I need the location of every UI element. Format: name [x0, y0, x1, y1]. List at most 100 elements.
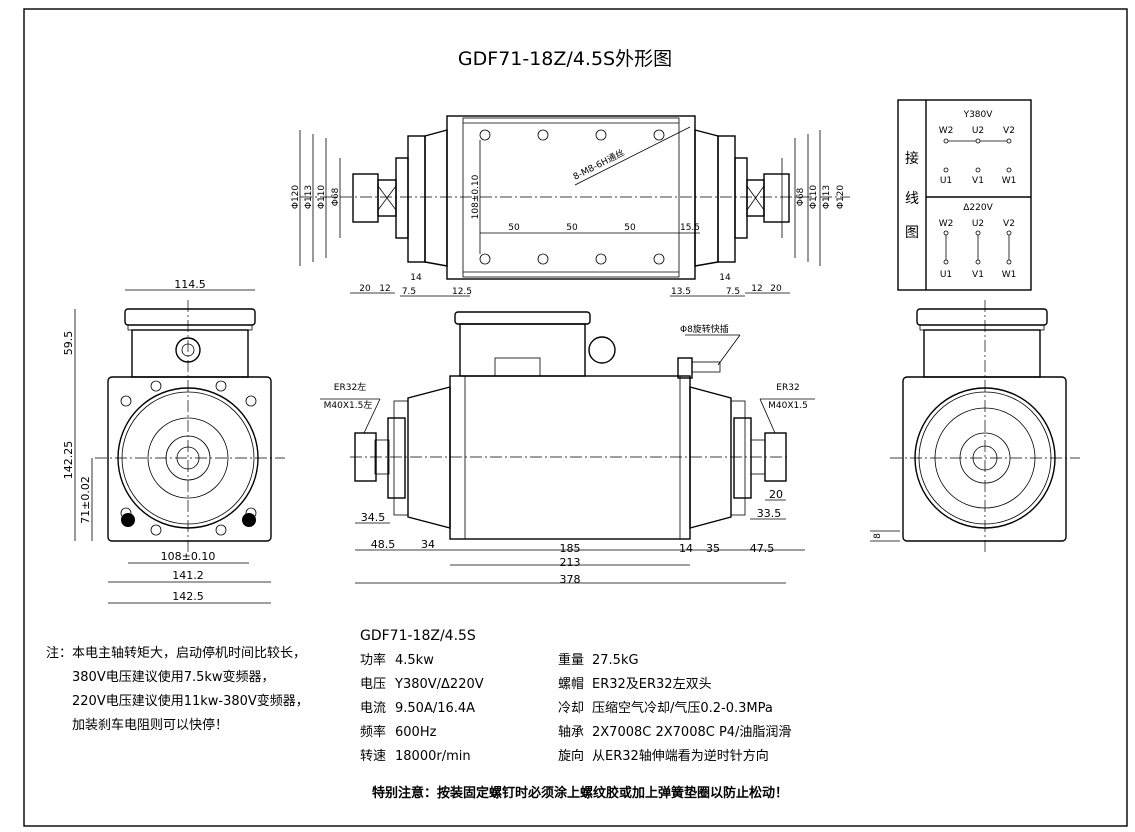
label-front_view-box_height: 59.5	[62, 331, 75, 356]
drawing-line	[734, 157, 748, 239]
label-specs-left-4-value: 18000r/min	[395, 749, 471, 764]
label-wiring-star-top-2: V2	[1003, 126, 1015, 136]
label-specs-left-1-label: 电压	[360, 677, 386, 692]
drawing-line	[245, 395, 257, 407]
label-side_view-quick_connector: Φ8旋转快插	[680, 323, 729, 335]
drawing-line	[124, 308, 256, 326]
drawing-line	[354, 432, 377, 482]
label-side_view-dims-d185: 185	[560, 542, 581, 555]
drawing-line	[121, 513, 135, 527]
drawing-line	[449, 375, 691, 540]
drawing-line	[975, 259, 981, 265]
drawing-line	[459, 323, 586, 377]
label-side_view-dims-d475: 47.5	[750, 542, 775, 555]
drawing-line	[479, 253, 491, 265]
label-side_view-dims-d14: 14	[679, 542, 693, 555]
drawing-line	[215, 524, 227, 536]
label-side_view-dims-d213: 213	[560, 556, 581, 569]
label-wiring-star-top-1: U2	[972, 126, 984, 136]
label-top_view-hole_callout: 8-M8-6H通丝	[571, 146, 627, 182]
label-top_view-bottom_left-1: 12	[379, 284, 390, 294]
label-front_view-total_height: 142.25	[62, 441, 75, 480]
label-wiring-star-label: Y380V	[963, 110, 994, 120]
drawing-line	[694, 129, 719, 267]
label-specs-right-0-value: 27.5kG	[592, 653, 639, 668]
label-side_view-left_nut: ER32左	[334, 381, 366, 393]
drawing-line	[363, 398, 381, 434]
drawing-line	[479, 129, 491, 141]
label-specs-right-2-label: 冷却	[558, 701, 584, 716]
drawing-line	[691, 361, 721, 373]
label-specs-right-2-value: 压缩空气冷却/气压0.2-0.3MPa	[592, 700, 773, 716]
drawing-line	[733, 417, 752, 499]
label-side_view-dims-d485: 48.5	[371, 538, 396, 551]
front-view: 114.5 59.5 142.25 71±0.02 108±0.10 141.2…	[62, 278, 285, 604]
drawing-line	[588, 336, 616, 364]
drawing-line	[943, 230, 1012, 265]
drawing-line	[120, 395, 132, 407]
notes: 注：本电主轴转矩大，启动停机时间比较长， 380V电压建议使用7.5kw变频器，…	[46, 645, 309, 733]
label-top_view-right_diameters-3: Φ120	[836, 185, 846, 210]
drawing-line	[395, 157, 409, 239]
label-wiring-title_chars-2: 图	[905, 225, 919, 241]
label-wiring-delta-bottom-1: V1	[972, 270, 984, 280]
label-notes-3: 加装刹车电阻则可以快停！	[72, 717, 228, 733]
label-specs-right-3-value: 2X7008C 2X7008C P4/油脂润滑	[592, 725, 791, 740]
label-front_view-hole_spacing: 108±0.10	[161, 550, 216, 563]
drawing-line	[595, 129, 607, 141]
label-wiring-title_chars-0: 接	[905, 150, 919, 167]
label-top_view-right_diameters-0: Φ68	[796, 187, 806, 206]
label-specs-right-3-label: 轴承	[558, 725, 584, 740]
side-view: Φ8旋转快插 ER32左 M40X1.5左 ER32 M40X1.5 34.5 …	[320, 311, 815, 586]
drawing-line	[972, 445, 998, 471]
label-wiring-star-bottom-0: U1	[940, 176, 952, 186]
drawing-line	[746, 185, 765, 211]
drawing-line	[759, 398, 776, 434]
label-top_view-left_diameters-0: Φ120	[291, 185, 301, 210]
label-notes-0: 注：本电主轴转矩大，启动停机时间比较长，	[46, 645, 306, 661]
top-view: Φ120 Φ113 Φ110 Φ68 Φ68 Φ110 Φ113 Φ120 10…	[291, 115, 850, 297]
label-specs-left-4-label: 转速	[360, 749, 386, 764]
label-specs-right-4-value: 从ER32轴伸端看为逆时针方向	[592, 748, 769, 764]
label-wiring-star-bottom-1: V1	[972, 176, 984, 186]
drawing-line	[923, 329, 1041, 378]
label-top_view-bottom_right-2: 7.5	[726, 287, 740, 297]
label-notes-1: 380V电压建议使用7.5kw变频器，	[72, 669, 275, 685]
drawing-line	[943, 259, 949, 265]
drawing-line	[730, 400, 746, 516]
label-notes-2: 220V电压建议使用11kw-380V变频器，	[72, 693, 309, 709]
label-top_view-hole_pitch-0: 50	[508, 223, 520, 233]
drawing-line	[943, 138, 1012, 173]
drawing-line	[934, 407, 1036, 509]
drawing-line	[131, 329, 249, 378]
drawing-line	[117, 387, 259, 529]
label-top_view-bottom_right-3: 12	[751, 284, 762, 294]
label-wiring-delta-top-1: U2	[972, 219, 984, 229]
drawing-line	[916, 308, 1048, 326]
drawing-line	[374, 439, 390, 475]
label-wiring-star-bottom-2: W1	[1002, 176, 1017, 186]
label-wiring-delta-top-2: V2	[1003, 219, 1015, 229]
drawing-line	[1006, 230, 1012, 236]
drawing-line	[299, 126, 821, 297]
drawing-line	[377, 185, 397, 211]
drawing-line	[1006, 167, 1012, 173]
drawing-line	[943, 230, 949, 236]
drawing-line	[464, 375, 681, 540]
drawing-line	[975, 167, 981, 173]
drawing-line	[902, 376, 1067, 542]
drawing-line	[147, 417, 229, 499]
drawing-line	[320, 334, 815, 584]
label-side_view-dims-d35: 35	[706, 542, 720, 555]
drawing-line	[479, 129, 665, 265]
label-specs-left-1-value: Y380V/Δ220V	[394, 677, 484, 692]
label-top_view-left_diameters-3: Φ68	[331, 187, 341, 206]
label-specs-left-3-label: 频率	[360, 724, 386, 740]
wiring-diagram: 接 线 图 Y380V W2 U2 V2 U1 V1 W1 Δ220V W2 U…	[897, 99, 1032, 291]
label-side_view-left_thread: M40X1.5左	[324, 399, 373, 411]
label-wiring-delta-top-0: W2	[939, 219, 954, 229]
drawing-title: GDF71-18Z/4.5S外形图	[458, 48, 672, 70]
label-top_view-left_diameters-1: Φ113	[304, 185, 314, 209]
